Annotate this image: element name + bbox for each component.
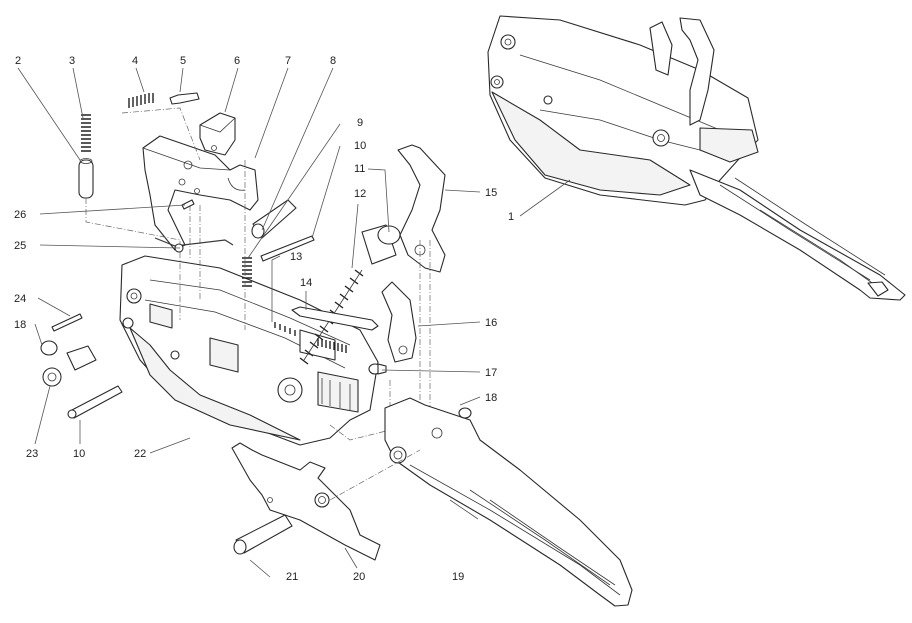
- spring: [242, 257, 252, 287]
- small-pin: [181, 199, 195, 210]
- coil-spring: [274, 322, 347, 353]
- split-ring-lower: [458, 407, 472, 419]
- callout-12: 12: [354, 188, 366, 200]
- sear-bracket: [142, 135, 259, 251]
- callout-15: 15: [485, 187, 497, 199]
- callout-18-right: 18: [485, 392, 497, 404]
- callout-4: 4: [132, 55, 138, 67]
- callout-26: 26: [14, 209, 26, 221]
- callout-13: 13: [290, 251, 302, 263]
- block: [199, 112, 236, 156]
- callout-5: 5: [180, 55, 186, 67]
- callout-24: 24: [14, 293, 26, 305]
- small-spring: [128, 93, 154, 108]
- callout-8: 8: [330, 55, 336, 67]
- callout-2: 2: [15, 55, 21, 67]
- callout-7: 7: [285, 55, 291, 67]
- callout-11: 11: [354, 163, 365, 175]
- plunger: [78, 158, 94, 199]
- callout-10-top: 10: [354, 140, 366, 152]
- rod-pin: [260, 235, 315, 262]
- plunger-spring: [81, 114, 91, 152]
- split-ring: [40, 340, 58, 356]
- callout-25: 25: [14, 240, 26, 252]
- lever: [381, 281, 417, 363]
- roller: [42, 345, 97, 387]
- callout-9: 9: [357, 117, 363, 129]
- callout-19: 19: [452, 571, 464, 583]
- hammer: [397, 144, 446, 273]
- roll-pin: [51, 313, 83, 332]
- long-pin: [291, 306, 379, 331]
- bushing: [251, 199, 297, 239]
- callout-23: 23: [26, 448, 38, 460]
- rod-pin-lower: [67, 385, 123, 419]
- callout-17: 17: [485, 367, 497, 379]
- callout-1: 1: [508, 211, 514, 223]
- link-plate: [231, 442, 381, 561]
- callout-20: 20: [353, 571, 365, 583]
- callout-14: 14: [300, 277, 312, 289]
- trigger-blade: [384, 397, 633, 607]
- callout-10-bottom: 10: [73, 448, 85, 460]
- callout-3: 3: [69, 55, 75, 67]
- housing: [119, 255, 379, 446]
- pin-with-tip: [169, 92, 200, 105]
- callout-6: 6: [234, 55, 240, 67]
- callout-labels: 2 3 4 5 6 7 8 9 10 11 12 13 14 15 16 17 …: [14, 55, 514, 583]
- callout-18-left: 18: [14, 319, 26, 331]
- cylinder-cap: [361, 224, 401, 265]
- callout-21: 21: [286, 571, 298, 583]
- assembled-trigger-group: [487, 15, 906, 301]
- callout-22: 22: [134, 448, 146, 460]
- leader-lines: [17, 67, 571, 578]
- stud: [368, 363, 387, 375]
- pivot-pin: [233, 514, 293, 555]
- callout-16: 16: [485, 317, 497, 329]
